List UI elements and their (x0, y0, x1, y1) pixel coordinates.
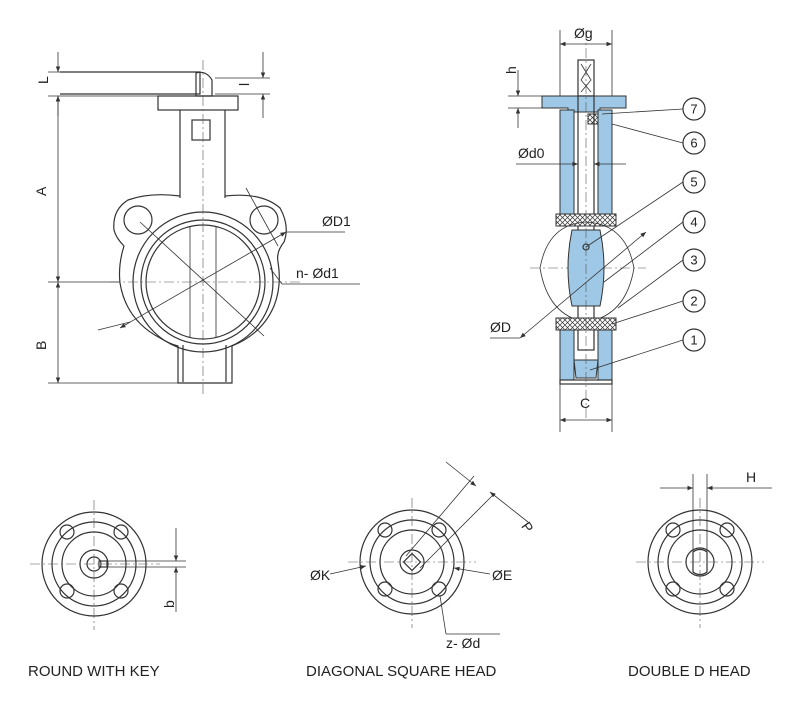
dim-h: h (503, 66, 519, 74)
callout-5: 5 (690, 175, 697, 190)
dim-B: B (33, 341, 49, 350)
callout-6: 6 (690, 136, 697, 151)
callout-7: 7 (690, 102, 697, 117)
dim-H: H (746, 469, 756, 485)
dim-zd: z- Ød (446, 635, 480, 651)
caption-double-d-head: DOUBLE D HEAD (628, 663, 751, 680)
dim-D1: ØD1 (322, 213, 351, 229)
diagonal-square-view: P ØK ØE z- Ød (310, 461, 537, 651)
callout-2: 2 (690, 294, 697, 309)
callout-4: 4 (690, 215, 697, 230)
dim-A: A (33, 186, 49, 196)
caption-round-with-key: ROUND WITH KEY (28, 663, 160, 680)
callout-3: 3 (690, 253, 697, 268)
dim-C: C (580, 395, 590, 411)
dim-D: ØD (490, 319, 511, 335)
dim-E: ØE (492, 567, 512, 583)
callout-1: 1 (690, 333, 697, 348)
caption-diagonal-square-head: DIAGONAL SQUARE HEAD (306, 663, 496, 680)
dim-nd1: n- Ød1 (296, 265, 339, 281)
dim-K: ØK (310, 567, 331, 583)
dim-g: Øg (574, 25, 593, 41)
double-d-view: H (636, 469, 772, 628)
round-with-key-view: b (30, 500, 186, 630)
section-view: 7 6 5 4 3 2 1 Øg h Ød0 ØD C (490, 25, 706, 432)
front-view: L A B l ØD1 n- Ød1 (33, 52, 360, 395)
dim-L: L (35, 76, 51, 84)
dim-d0: Ød0 (518, 145, 545, 161)
dim-P: P (518, 519, 536, 536)
dim-b: b (161, 600, 177, 608)
dim-l: l (236, 83, 252, 86)
